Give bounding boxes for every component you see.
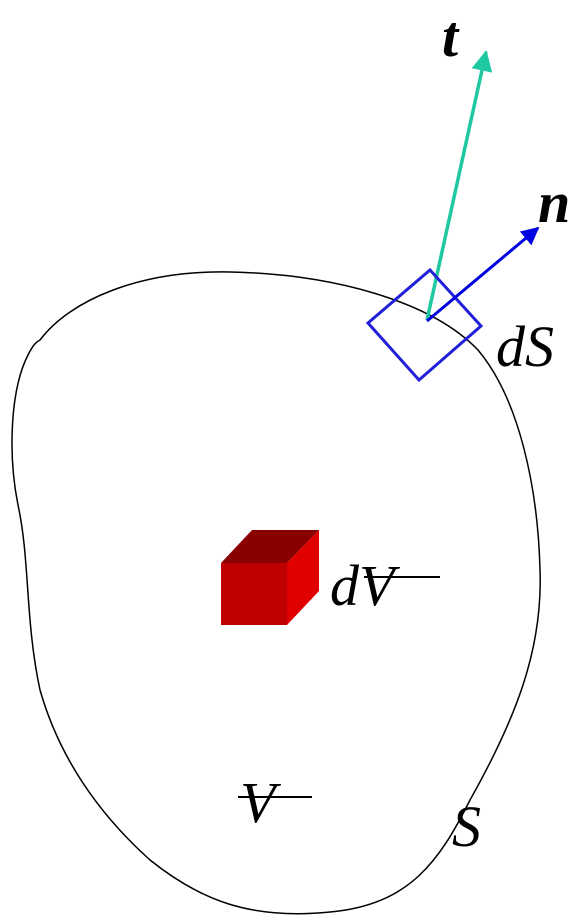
volume-element-cube bbox=[221, 530, 319, 625]
label-traction-t: t bbox=[442, 4, 460, 69]
label-surface-S: S bbox=[452, 794, 481, 859]
cube-side-face bbox=[287, 530, 319, 625]
normal-arrow bbox=[426, 226, 540, 323]
label-volume-V: V bbox=[240, 770, 282, 835]
label-volume-element-dV: dV bbox=[330, 553, 401, 618]
cube-top-face bbox=[221, 530, 319, 563]
cube-front-face bbox=[221, 563, 287, 625]
label-normal-n: n bbox=[538, 170, 570, 235]
surface-element-square bbox=[365, 267, 484, 383]
label-surface-element-dS: dS bbox=[496, 314, 554, 379]
body-outline bbox=[11, 271, 541, 915]
